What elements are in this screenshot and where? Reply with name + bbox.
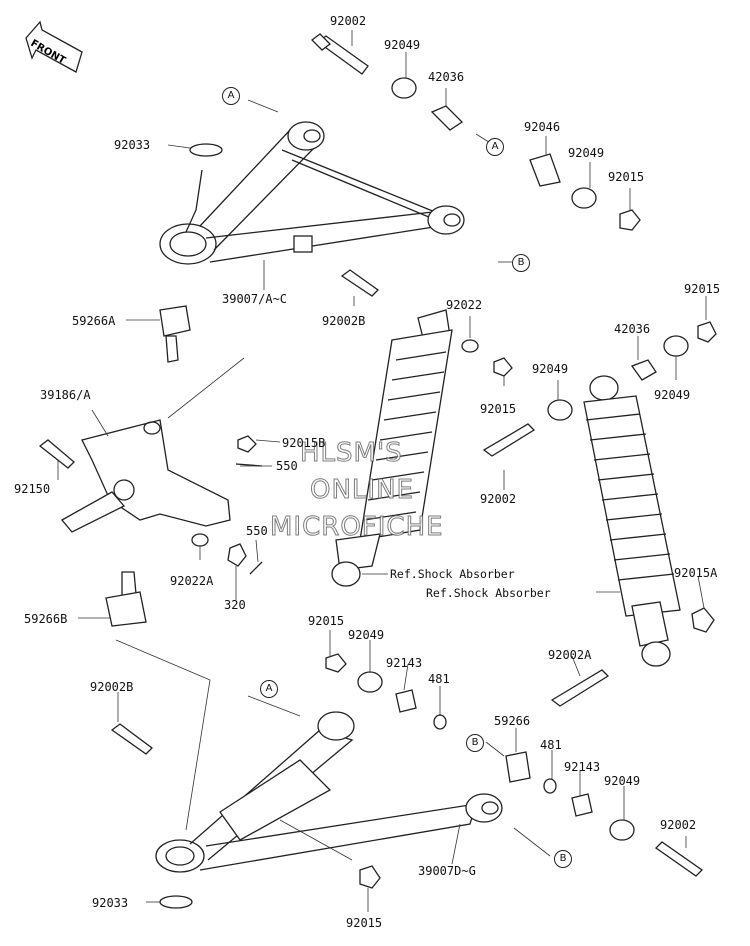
label-481-right: 481	[540, 738, 562, 752]
bushing-42036-top	[430, 105, 464, 131]
cotter-pin-550-low	[249, 561, 263, 575]
knuckle-39186	[60, 419, 231, 533]
nut-92015-top	[619, 209, 641, 231]
label-92046: 92046	[524, 120, 561, 134]
label-92049-low: 92049	[348, 628, 385, 642]
label-92002a: 92002A	[548, 648, 592, 662]
label-92143-low: 92143	[386, 656, 423, 670]
watermark-line-2: ONLINE	[310, 475, 414, 506]
lower-a-arm	[155, 711, 503, 873]
washer-92049-mid	[571, 187, 597, 209]
circlip-92033-bottom	[159, 895, 193, 909]
label-92002b-low: 92002B	[90, 680, 134, 694]
nut-92015-right	[697, 321, 717, 343]
label-92002b-mid: 92002B	[322, 314, 366, 328]
label-39186: 39186/A	[40, 388, 91, 402]
bolt-92002b-low	[110, 723, 153, 755]
callout-a-bushing: A	[486, 138, 504, 156]
label-92049-mid: 92049	[568, 146, 605, 160]
label-550-top: 550	[276, 459, 298, 473]
nut-92015-low	[325, 653, 347, 673]
bolt-92002b-mid	[340, 269, 380, 297]
shock-absorber-2	[583, 375, 681, 667]
label-92049-right2: 92049	[654, 388, 691, 402]
collar-92046	[529, 153, 561, 187]
callout-a-upper-arm: A	[222, 87, 240, 105]
callout-b-lower-arm: B	[554, 850, 572, 868]
label-550-low: 550	[246, 524, 268, 538]
circlip-481-low	[433, 714, 447, 730]
ref-shock-absorber-1: Ref.Shock Absorber	[390, 567, 515, 581]
circlip-481-right	[543, 778, 557, 794]
nut-92015-shock	[493, 357, 513, 377]
collar-92143-low	[395, 689, 417, 713]
label-320: 320	[224, 598, 246, 612]
bushing-42036-right	[630, 359, 657, 381]
label-42036-right: 42036	[614, 322, 651, 336]
circlip-92033-top	[189, 143, 223, 157]
label-92022: 92022	[446, 298, 483, 312]
callout-a-lower-arm: A	[260, 680, 278, 698]
washer-92049-top	[391, 77, 417, 99]
label-39007-dg: 39007D~G	[418, 864, 476, 878]
washer-92049-right2	[663, 335, 689, 357]
label-481-low: 481	[428, 672, 450, 686]
label-92143-right: 92143	[564, 760, 601, 774]
label-92033-top: 92033	[114, 138, 151, 152]
label-92015-right: 92015	[684, 282, 721, 296]
label-92015-top: 92015	[608, 170, 645, 184]
label-92049-right3: 92049	[604, 774, 641, 788]
castle-nut-320	[227, 543, 247, 567]
ball-joint-59266a	[159, 305, 191, 363]
label-92015-low: 92015	[308, 614, 345, 628]
bolt-92150	[38, 439, 75, 469]
washer-92049-low	[357, 671, 383, 693]
front-arrow-icon	[25, 20, 83, 73]
label-92015-shock: 92015	[480, 402, 517, 416]
label-59266b: 59266B	[24, 612, 68, 626]
label-92015b: 92015B	[282, 436, 326, 450]
watermark-line-3: MICROFICHE	[270, 512, 444, 543]
washer-92022	[461, 339, 479, 353]
label-92049-top: 92049	[384, 38, 421, 52]
label-42036-top: 42036	[428, 70, 465, 84]
nut-92015b	[237, 435, 257, 453]
bushing-59266	[505, 751, 531, 783]
upper-a-arm	[159, 121, 465, 265]
label-92022a: 92022A	[170, 574, 214, 588]
bolt-92002-right	[654, 841, 704, 877]
callout-b-upper-arm: B	[512, 254, 530, 272]
label-92049-right1: 92049	[532, 362, 569, 376]
washer-92022a	[191, 533, 209, 547]
washer-92049-right3	[609, 819, 635, 841]
label-92150: 92150	[14, 482, 51, 496]
nut-92015-bottom	[359, 865, 381, 889]
collar-92143-right	[571, 793, 593, 817]
bolt-92002-top	[311, 33, 369, 75]
ball-joint-59266b	[105, 571, 147, 627]
label-92033-bottom: 92033	[92, 896, 129, 910]
shock-absorber-1	[331, 309, 453, 587]
label-59266: 59266	[494, 714, 531, 728]
label-92015-bottom: 92015	[346, 916, 383, 930]
callout-b-bushing: B	[466, 734, 484, 752]
nut-92015a	[691, 607, 715, 633]
washer-92049-right1	[547, 399, 573, 421]
label-92002-shock: 92002	[480, 492, 517, 506]
label-92015a: 92015A	[674, 566, 718, 580]
label-59266a: 59266A	[72, 314, 116, 328]
bolt-92002-shock	[482, 423, 536, 457]
label-92002-top: 92002	[330, 14, 367, 28]
watermark-line-1: HLSM'S	[300, 438, 403, 469]
ref-shock-absorber-2: Ref.Shock Absorber	[426, 586, 551, 600]
label-39007-ac: 39007/A~C	[222, 292, 288, 306]
label-92002-right: 92002	[660, 818, 697, 832]
bolt-92002a	[550, 669, 610, 707]
